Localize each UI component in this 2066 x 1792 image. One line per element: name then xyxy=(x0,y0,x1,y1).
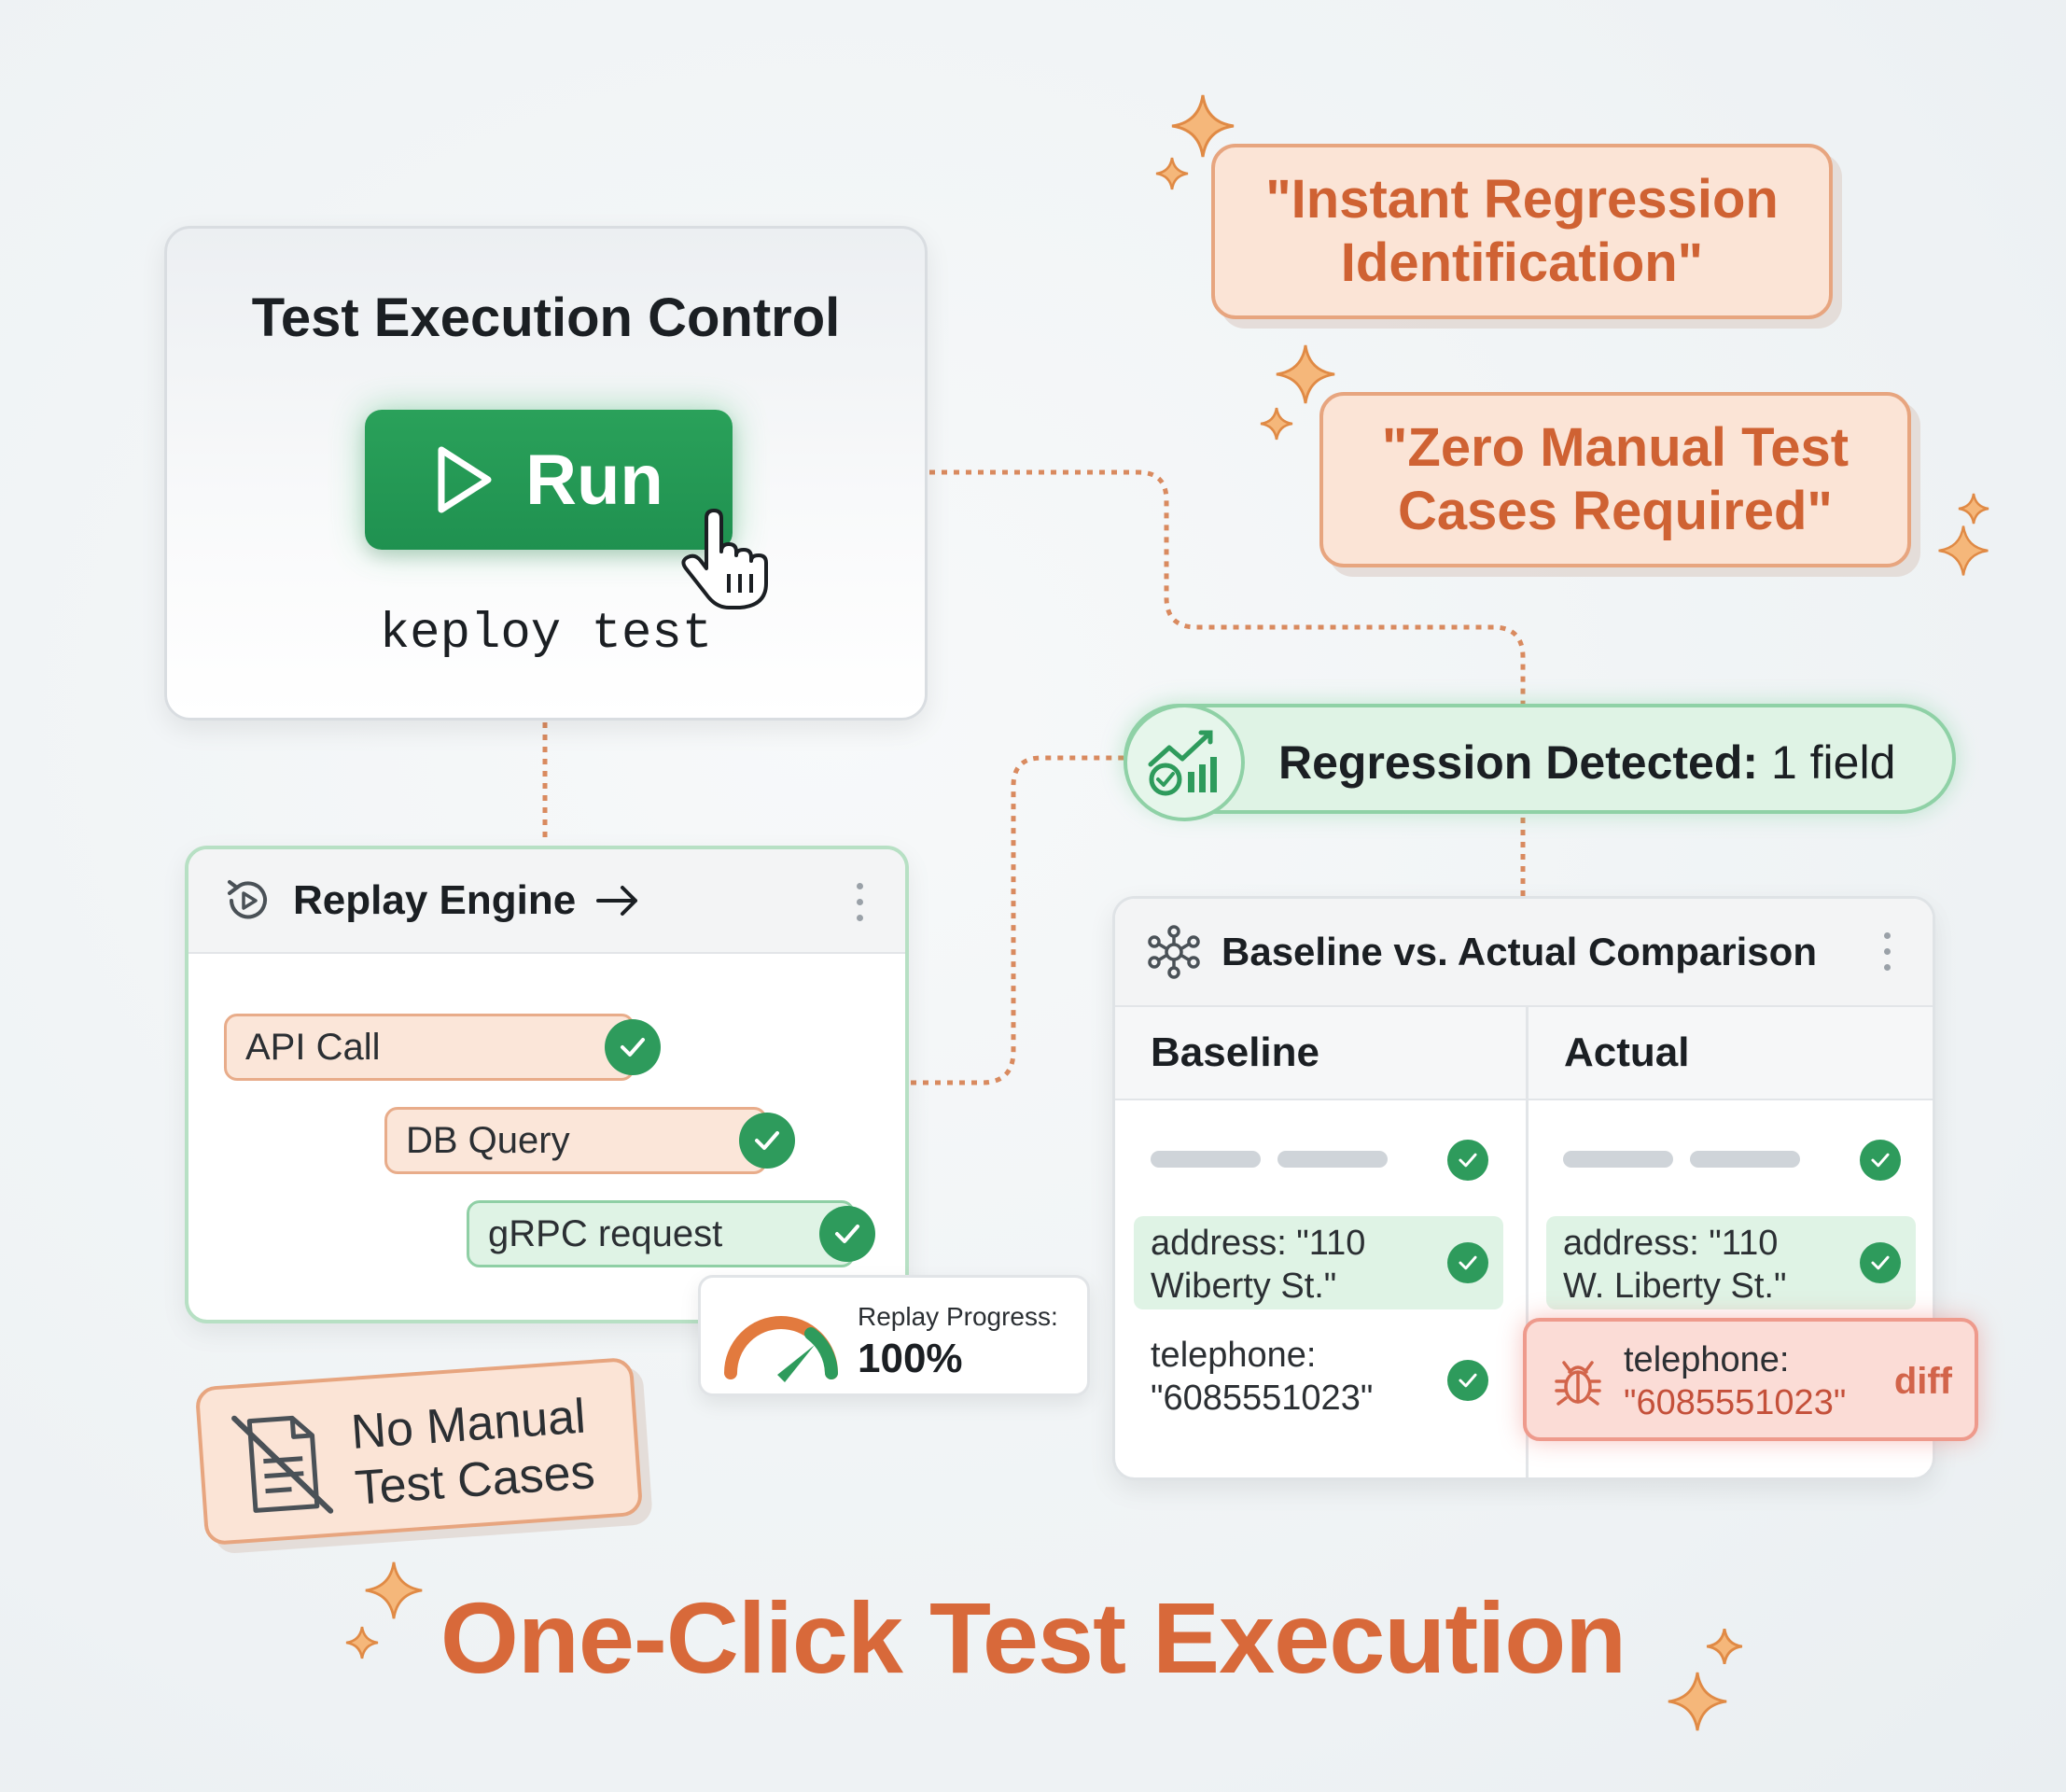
command-text: keploy test xyxy=(379,606,713,663)
field-line: address: "110 xyxy=(1151,1224,1366,1263)
sparkle-icon xyxy=(1706,1628,1743,1665)
check-icon xyxy=(1447,1360,1488,1401)
sparkle-icon xyxy=(1938,525,1989,576)
regression-text: Regression Detected: 1 field xyxy=(1278,735,1895,790)
placeholder-bar xyxy=(1563,1151,1673,1168)
comparison-title: Baseline vs. Actual Comparison xyxy=(1221,930,1817,973)
hand-cursor-icon xyxy=(681,509,768,609)
step-label: API Call xyxy=(245,1026,381,1068)
step-api-call: API Call xyxy=(224,1014,635,1081)
placeholder-bar xyxy=(1690,1151,1800,1168)
field-line: telephone: xyxy=(1151,1336,1317,1375)
callout-line: Identification" xyxy=(1340,232,1704,293)
replay-engine-title: Replay Engine xyxy=(293,877,577,923)
field-line: "6085551023" xyxy=(1151,1379,1374,1418)
gauge-icon xyxy=(724,1316,838,1382)
check-icon xyxy=(1447,1242,1488,1283)
sparkle-icon xyxy=(1668,1672,1727,1731)
regression-label: Regression Detected: xyxy=(1278,736,1759,789)
network-icon xyxy=(1148,925,1200,979)
step-label: gRPC request xyxy=(488,1212,723,1254)
callout-line: "Instant Regression xyxy=(1265,169,1779,230)
check-icon xyxy=(819,1206,875,1262)
field-line: "6085551023" xyxy=(1624,1383,1847,1422)
placeholder-bar xyxy=(1277,1151,1388,1168)
run-button-label: Run xyxy=(525,440,663,520)
kebab-icon[interactable] xyxy=(857,883,864,921)
test-execution-control-card: Test Execution Control Run keploy test xyxy=(164,226,928,721)
column-divider xyxy=(1526,1007,1529,1477)
play-icon xyxy=(438,446,492,513)
actual-telephone-field: telephone: "6085551023" xyxy=(1624,1338,1846,1424)
connector-replay-to-regression xyxy=(911,755,1124,1085)
field-line: address: "110 xyxy=(1563,1224,1779,1263)
baseline-column-header: Baseline xyxy=(1115,1007,1526,1100)
sparkle-icon xyxy=(1276,344,1335,404)
headline: One-Click Test Execution xyxy=(440,1581,1626,1694)
regression-value: 1 field xyxy=(1770,736,1896,789)
baseline-address-field: address: "110 Wiberty St." xyxy=(1134,1216,1503,1309)
sparkle-icon xyxy=(1171,94,1235,158)
sparkle-icon xyxy=(1155,157,1189,190)
replay-icon xyxy=(228,880,267,919)
replay-engine-card: Replay Engine API Call DB Query gRPC req… xyxy=(185,846,909,1323)
arrow-right-icon xyxy=(596,886,638,916)
chart-check-icon xyxy=(1124,704,1245,821)
sparkle-icon xyxy=(365,1561,423,1619)
step-db-query: DB Query xyxy=(384,1107,767,1174)
zero-manual-callout: "Zero Manual Test Cases Required" xyxy=(1319,392,1911,567)
replay-engine-header: Replay Engine xyxy=(188,849,905,954)
actual-address-field: address: "110 W. Liberty St." xyxy=(1546,1216,1916,1309)
no-document-icon xyxy=(231,1415,334,1514)
field-line: telephone: xyxy=(1624,1340,1790,1379)
run-button[interactable]: Run xyxy=(365,410,733,550)
sparkle-icon xyxy=(345,1626,379,1659)
placeholder-bar xyxy=(1151,1151,1261,1168)
diff-tag: diff xyxy=(1893,1361,1952,1402)
check-icon xyxy=(1860,1242,1901,1283)
control-title: Test Execution Control xyxy=(251,287,841,348)
replay-progress-card: Replay Progress: 100% xyxy=(698,1275,1090,1396)
field-line: W. Liberty St." xyxy=(1563,1267,1787,1306)
no-manual-test-cases-badge: No Manual Test Cases xyxy=(194,1356,644,1547)
check-icon xyxy=(1447,1140,1488,1181)
kebab-icon[interactable] xyxy=(1884,932,1892,971)
callout-line: "Zero Manual Test xyxy=(1381,417,1850,478)
telephone-diff-highlight: telephone: "6085551023" diff xyxy=(1523,1318,1978,1441)
field-line: Wiberty St." xyxy=(1151,1267,1337,1306)
actual-column-header: Actual xyxy=(1529,1007,1933,1100)
check-icon xyxy=(739,1113,795,1169)
instant-regression-callout: "Instant Regression Identification" xyxy=(1211,144,1833,319)
bug-icon xyxy=(1555,1361,1601,1406)
baseline-telephone-field: telephone: "6085551023" xyxy=(1151,1334,1373,1420)
sparkle-icon xyxy=(1958,493,1989,525)
step-label: DB Query xyxy=(406,1119,570,1161)
comparison-header: Baseline vs. Actual Comparison xyxy=(1115,899,1933,1007)
progress-label: Replay Progress: xyxy=(858,1302,1058,1331)
regression-detected-banner: Regression Detected: 1 field xyxy=(1124,704,1956,821)
check-icon xyxy=(605,1019,661,1075)
check-icon xyxy=(1860,1140,1901,1181)
step-grpc-request: gRPC request xyxy=(467,1200,855,1267)
progress-value: 100% xyxy=(858,1336,963,1381)
sparkle-icon xyxy=(1260,407,1293,441)
callout-line: Cases Required" xyxy=(1398,481,1833,541)
